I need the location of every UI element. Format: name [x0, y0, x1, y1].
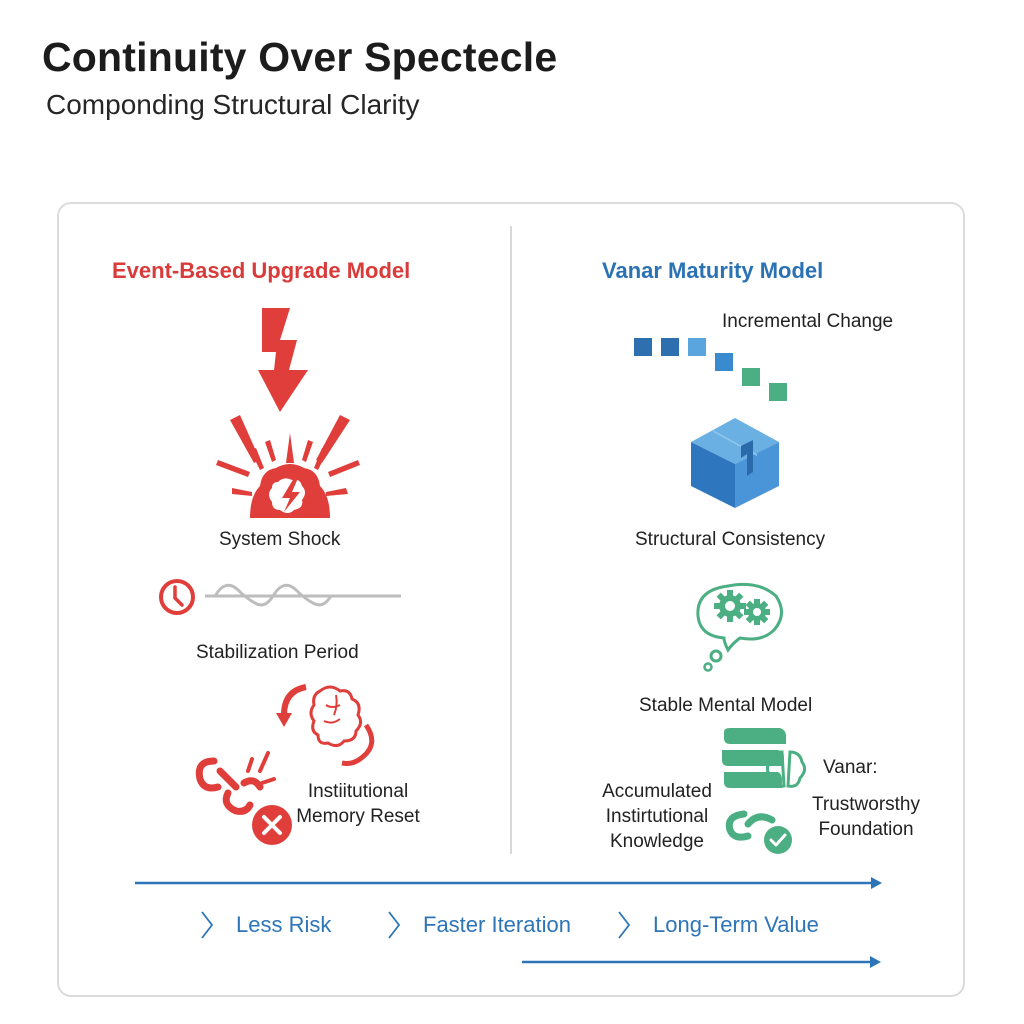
column-divider	[510, 226, 512, 854]
book-icon	[724, 772, 782, 788]
benefit-label: Less Risk	[236, 912, 332, 937]
explosion-ray	[286, 433, 294, 463]
step-square	[634, 338, 652, 356]
chevron-right-icon	[618, 911, 631, 939]
benefit-faster-iteration: Faster Iteration	[387, 910, 571, 940]
cube-icon	[691, 418, 779, 508]
chain-icon	[725, 810, 776, 841]
memory-reset-label: Instiitutional Memory Reset	[296, 781, 420, 827]
explosion-ray	[232, 488, 252, 496]
explosion-ray	[302, 440, 313, 462]
progress-arrow-bottom	[522, 956, 881, 968]
accumulated-knowledge-label: Accumulated Instirtutional Knowledge	[602, 781, 712, 852]
explosion-ray	[250, 448, 264, 470]
step-square	[769, 383, 787, 401]
step-square	[688, 338, 706, 356]
vanar-model-heading: Vanar Maturity Model	[602, 258, 824, 283]
step-squares-icon	[634, 338, 787, 401]
chain-link	[222, 789, 254, 815]
step-square	[715, 353, 733, 371]
lightning-arrow-shape	[258, 308, 308, 412]
event-model-heading: Event-Based Upgrade Model	[112, 258, 411, 283]
lightning-explosion-icon	[216, 308, 360, 518]
check-icon	[764, 826, 792, 854]
thought-gears-icon	[696, 582, 783, 672]
clock-wave-icon	[159, 579, 401, 615]
benefit-long-term-value: Long-Term Value	[617, 910, 819, 940]
brain-icon	[309, 685, 363, 748]
page-subtitle: Componding Structural Clarity	[46, 89, 420, 120]
trustworthy-foundation-label: Trustworsthy Foundation	[811, 794, 921, 840]
stable-mental-model-label: Stable Mental Model	[639, 695, 813, 716]
thought-bubble	[696, 582, 783, 653]
benefit-label: Long-Term Value	[653, 912, 819, 937]
system-shock-label: System Shock	[219, 529, 341, 550]
oscillation-wave	[213, 583, 333, 607]
clock-icon	[159, 579, 195, 615]
step-square	[742, 368, 760, 386]
reset-arrow-icon	[281, 684, 307, 716]
step-square	[661, 338, 679, 356]
chain-link	[216, 767, 240, 791]
book-icon	[724, 728, 786, 744]
progress-arrow-top	[135, 877, 882, 889]
explosion-ray	[314, 448, 328, 470]
incremental-change-label: Incremental Change	[722, 311, 894, 332]
explosion-ray	[326, 488, 348, 496]
chain-link	[240, 777, 264, 791]
structural-consistency-label: Structural Consistency	[635, 529, 826, 550]
broken-chain-brain-icon	[195, 684, 375, 845]
benefit-label: Faster Iteration	[423, 912, 571, 937]
chevron-right-icon	[201, 911, 214, 939]
chevron-right-icon	[388, 911, 401, 939]
explosion-ray	[265, 440, 276, 462]
explosion-ray	[216, 460, 250, 477]
vanar-prefix-label: Vanar:	[823, 757, 878, 778]
brain-icon	[765, 750, 807, 788]
benefit-less-risk: Less Risk	[200, 910, 331, 940]
explosion-ray	[328, 460, 360, 477]
page-title: Continuity Over Spectecle	[42, 34, 558, 80]
books-brain-chain-icon	[722, 728, 807, 854]
stabilization-period-label: Stabilization Period	[196, 642, 359, 663]
chain-link	[195, 757, 222, 792]
